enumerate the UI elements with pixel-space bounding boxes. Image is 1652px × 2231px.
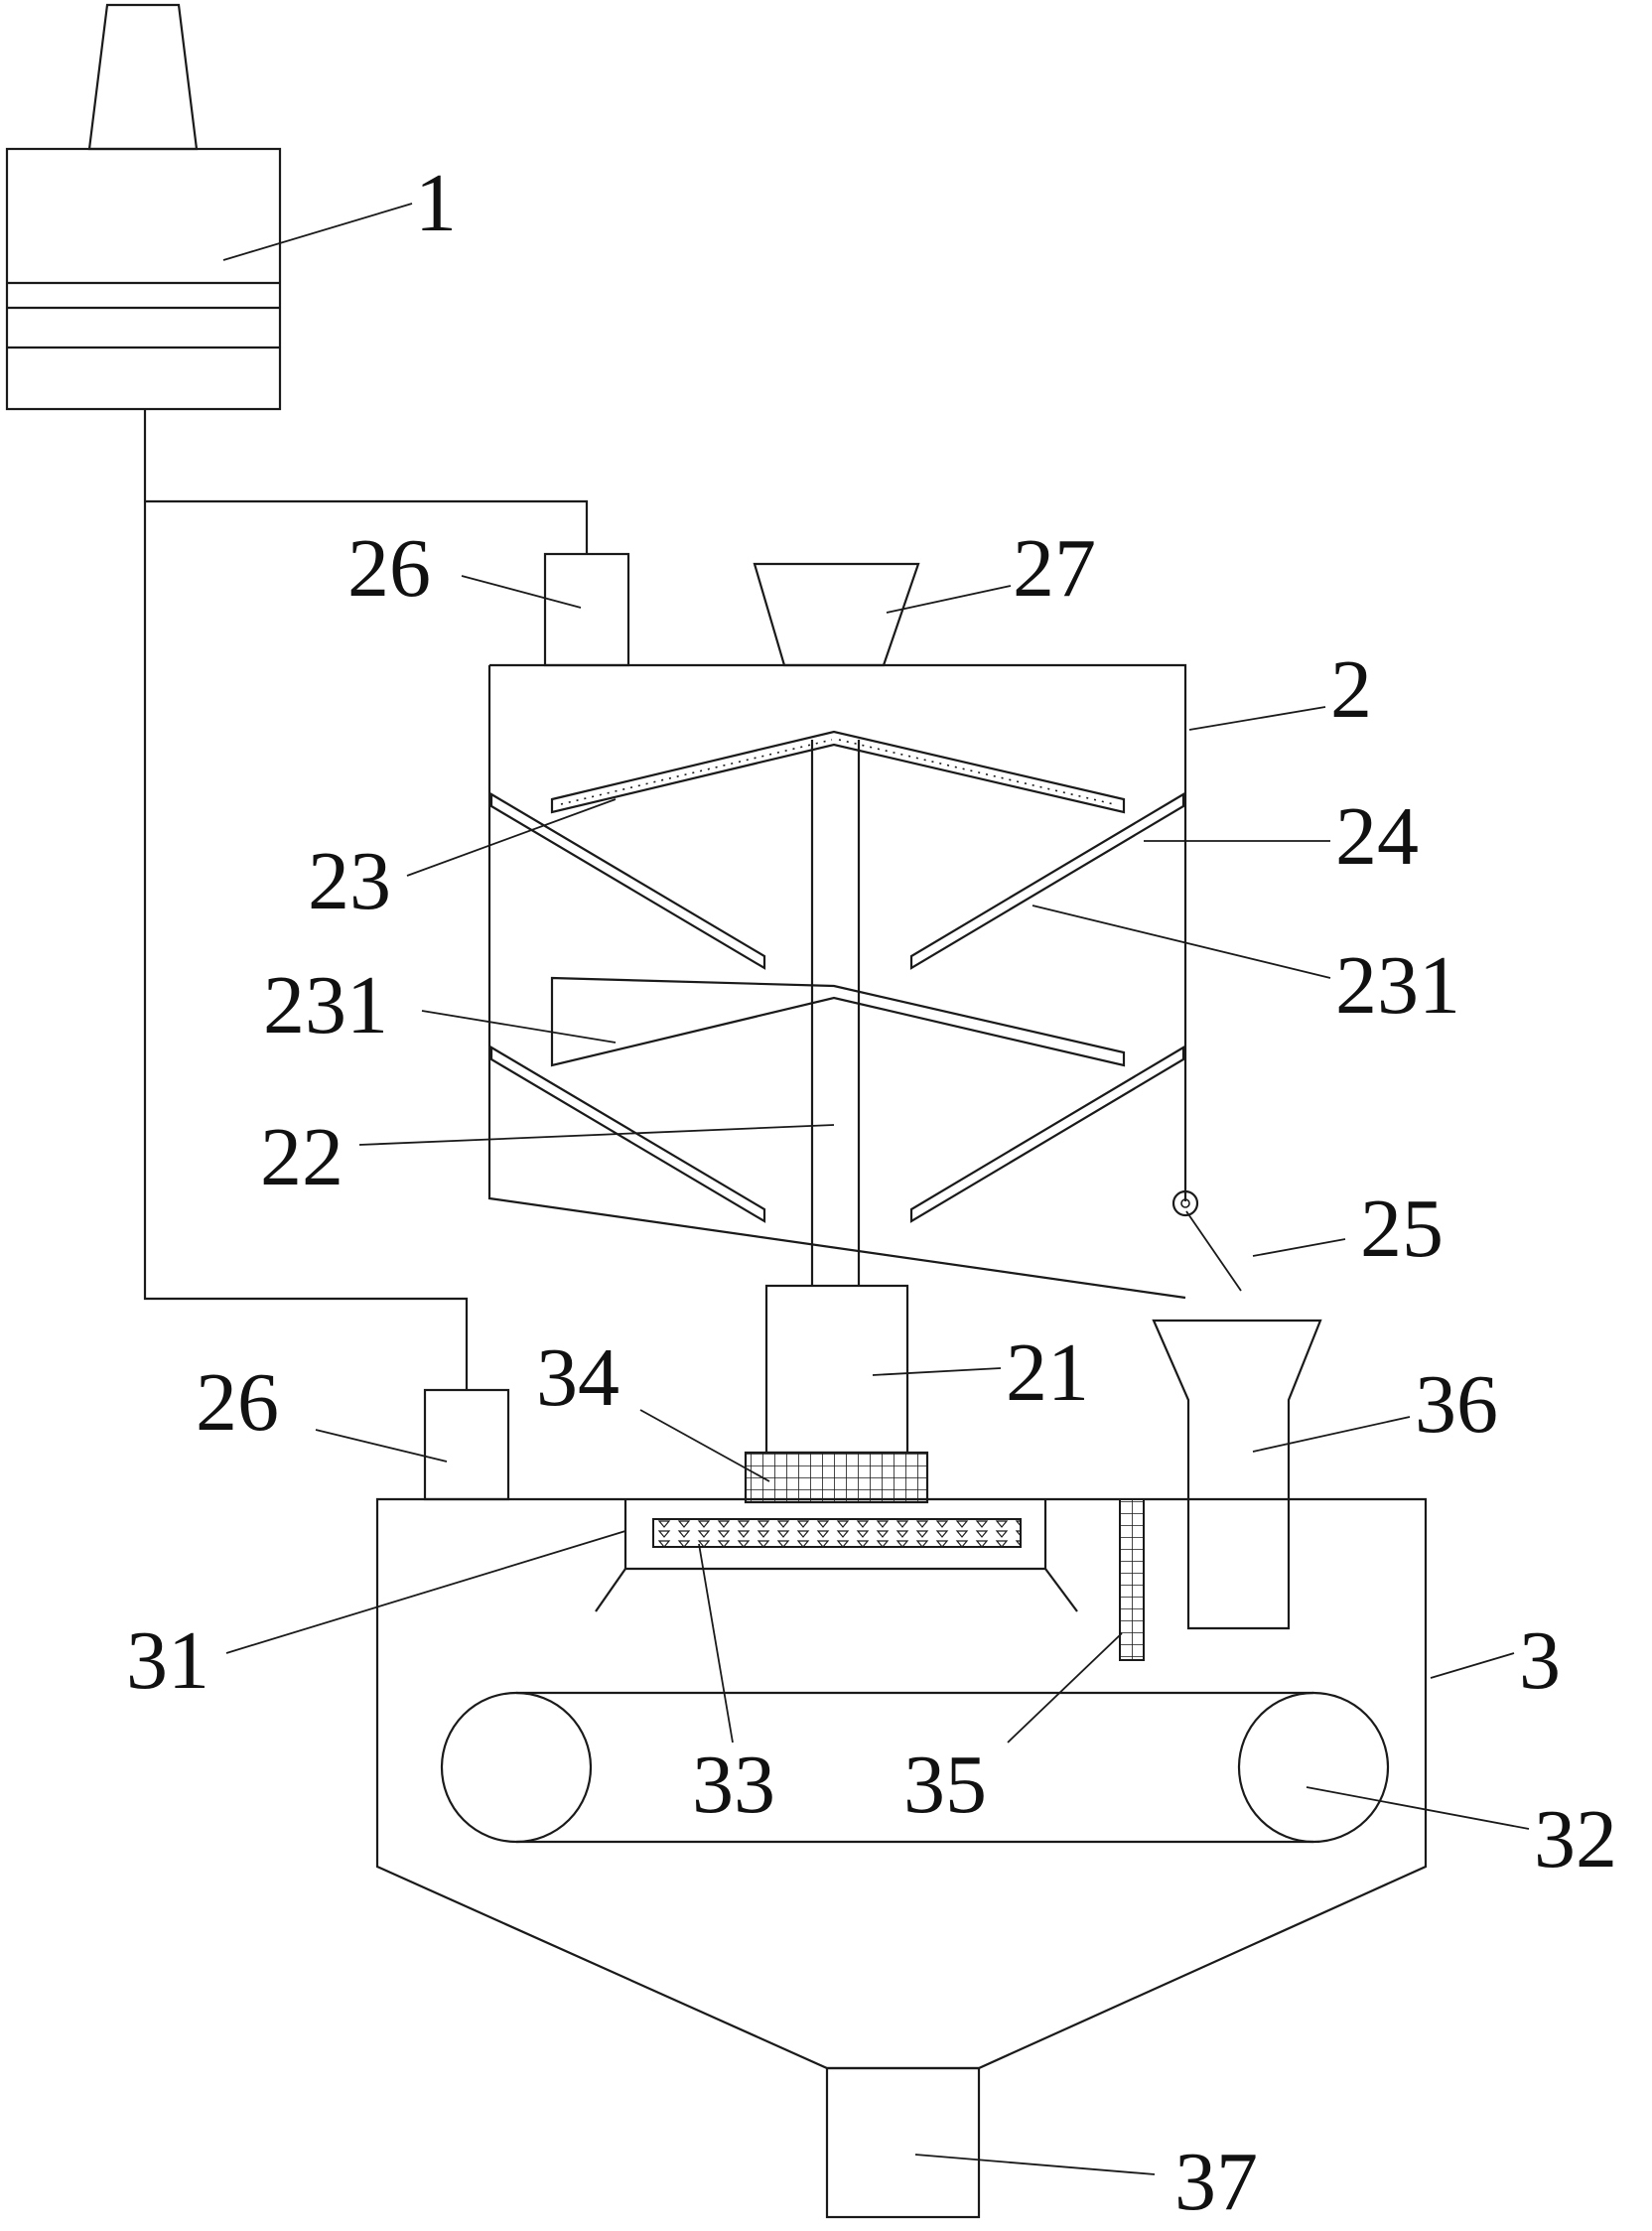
lower-chamber-3	[375, 1497, 1428, 2219]
hopper-27	[753, 562, 920, 667]
spray-unit-31	[595, 1499, 1078, 1612]
label-22: 22	[260, 1111, 344, 1203]
mixing-tank-2	[487, 663, 1199, 1300]
pipes	[143, 409, 589, 1390]
unit-1-body	[5, 147, 282, 411]
valve-25	[1171, 1189, 1199, 1217]
nozzle-strip-33	[652, 1518, 1022, 1548]
labels: 1 2 3 21 22 23 24 25 26 26 27 31 32 33 3…	[126, 157, 1617, 2228]
part-1-unit	[5, 3, 282, 411]
chimney	[87, 3, 199, 151]
label-2: 2	[1330, 643, 1372, 736]
label-3: 3	[1519, 1614, 1561, 1707]
pipe-upper	[145, 499, 589, 554]
label-37: 37	[1174, 2136, 1258, 2228]
hopper-36	[1152, 1319, 1322, 1630]
side-baffles-24	[489, 792, 1185, 1223]
label-36: 36	[1415, 1358, 1498, 1451]
motor-21	[764, 1284, 909, 1455]
grid-block-34	[744, 1451, 929, 1504]
label-231-left: 231	[263, 959, 388, 1051]
label-35: 35	[903, 1739, 987, 1831]
label-1: 1	[415, 157, 457, 249]
label-231-right: 231	[1335, 939, 1460, 1032]
valve-26-upper	[543, 552, 630, 667]
label-21: 21	[1006, 1326, 1089, 1419]
label-25: 25	[1360, 1183, 1444, 1275]
label-33: 33	[692, 1739, 775, 1831]
label-32: 32	[1534, 1793, 1617, 1885]
label-27: 27	[1013, 522, 1096, 615]
label-34: 34	[536, 1331, 620, 1424]
label-31: 31	[126, 1614, 209, 1707]
label-23: 23	[308, 835, 391, 927]
label-26-lower: 26	[196, 1356, 279, 1449]
valve-26-lower	[423, 1388, 510, 1501]
conveyor-32	[440, 1691, 1390, 1844]
pipe-main	[143, 409, 469, 1390]
label-24: 24	[1335, 790, 1419, 883]
leader-lines	[222, 203, 1530, 2175]
filter-35	[1119, 1498, 1145, 1661]
outlet-37	[825, 2066, 981, 2219]
label-26-upper: 26	[347, 522, 431, 615]
stirring-blades-23	[550, 730, 1126, 1067]
